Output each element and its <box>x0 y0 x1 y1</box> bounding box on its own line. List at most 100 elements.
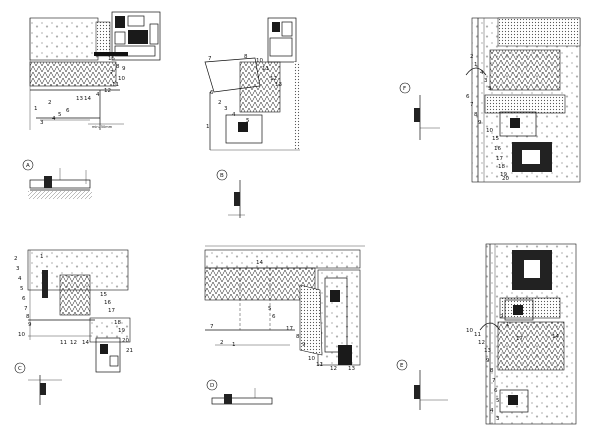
callout-c-13: 15 <box>100 292 107 298</box>
callout-c-14: 16 <box>104 300 111 306</box>
callout-c-7: 8 <box>26 314 30 320</box>
callout-e-6: 8 <box>490 368 494 374</box>
detail-e <box>396 359 448 410</box>
detail-top-left <box>29 11 161 130</box>
callout-a-2: 4 <box>52 116 56 122</box>
callout-e-2: 11 <box>474 332 481 338</box>
callout-a-4: 6 <box>66 108 70 114</box>
callout-d-4: 5 <box>268 306 272 312</box>
callout-a-5: 7 <box>110 70 114 76</box>
callout-e-4: 13 <box>484 348 491 354</box>
section-marker-e <box>396 359 408 371</box>
callout-b-3: 10 <box>256 58 263 64</box>
marker-a-text: A <box>26 163 30 169</box>
callout-d-7: 9 <box>302 342 306 348</box>
detail-bottom-right <box>479 243 577 425</box>
callout-e-13: 1 <box>506 322 510 328</box>
callout-f-2: 1 <box>474 62 478 68</box>
callout-a-10: 14 <box>84 96 91 102</box>
callout-e-5: 9 <box>486 358 490 364</box>
callout-b-9: 2 <box>218 100 222 106</box>
callout-d-12: 14 <box>256 260 263 266</box>
section-marker-d <box>206 379 218 391</box>
callout-c-4: 5 <box>20 286 24 292</box>
marker-c-text: C <box>18 366 22 372</box>
callout-e-9: 5 <box>496 398 500 404</box>
callout-a-9: 13 <box>76 96 83 102</box>
callout-c-20: 1 <box>40 254 44 260</box>
detail-d <box>206 379 273 405</box>
section-marker-a <box>22 159 34 171</box>
callout-f-14: 18 <box>498 164 505 170</box>
callout-b-11: 4 <box>232 112 236 118</box>
callout-a-14: 10 <box>118 76 125 82</box>
callout-f-10: 10 <box>486 128 493 134</box>
callout-b-1: 7 <box>208 56 212 62</box>
detail-b <box>216 169 245 218</box>
callout-d-3: 1 <box>232 342 236 348</box>
callout-f-8: 8 <box>474 112 478 118</box>
callout-b-8: 1 <box>206 124 210 130</box>
section-marker-c <box>14 362 26 374</box>
callout-f-9: 9 <box>478 120 482 126</box>
callout-b-6: 13 <box>275 82 282 88</box>
callout-d-6: 8 <box>296 334 300 340</box>
detail-a <box>22 159 92 199</box>
callout-e-15: 14 <box>552 334 559 340</box>
callout-c-15: 17 <box>108 308 115 314</box>
detail-bottom-left <box>27 249 131 373</box>
callout-f-6: 6 <box>466 94 470 100</box>
callout-f-3: 4 <box>480 70 484 76</box>
section-marker-f <box>399 82 411 94</box>
marker-f-text: F <box>403 86 406 92</box>
callout-f-11: 15 <box>492 136 499 142</box>
callout-f-13: 17 <box>496 156 503 162</box>
callout-a-6: 8 <box>116 64 120 70</box>
callout-c-19: 21 <box>126 348 133 354</box>
callout-f-4: 3 <box>484 78 488 84</box>
callout-d-8: 10 <box>308 356 315 362</box>
callout-f-7: 7 <box>470 102 474 108</box>
callout-d-9: 11 <box>316 362 323 368</box>
callout-c-6: 7 <box>24 306 28 312</box>
window-frame-profile <box>111 11 161 61</box>
callout-c-11: 12 <box>70 340 77 346</box>
callout-e-14: 17 <box>516 336 523 342</box>
callout-c-12: 14 <box>82 340 89 346</box>
callout-f-5: 5 <box>488 86 492 92</box>
callout-c-8: 9 <box>28 322 32 328</box>
callout-e-12: 2 <box>500 314 504 320</box>
labels-layer: A B C D E F min. 50mm <box>18 86 406 389</box>
marker-d-text: D <box>210 383 214 389</box>
callout-f-1: 2 <box>470 54 474 60</box>
section-marker-b <box>216 169 228 181</box>
callout-e-8: 6 <box>494 388 498 394</box>
callout-c-5: 6 <box>22 296 26 302</box>
callout-b-4: 11 <box>262 66 269 72</box>
dimension-text: min. 50mm <box>92 125 113 129</box>
callout-b-10: 3 <box>224 106 228 112</box>
callout-b-2: 8 <box>244 54 248 60</box>
callout-e-11: 3 <box>496 416 500 422</box>
detail-top-center <box>204 17 300 151</box>
callout-b-12: 5 <box>246 118 250 124</box>
callout-d-2: 2 <box>220 340 224 346</box>
callout-a-11: 4 <box>96 92 100 98</box>
callout-a-3: 5 <box>58 112 62 118</box>
callout-e-3: 12 <box>478 340 485 346</box>
detail-c <box>14 362 62 405</box>
callout-a-8: 2 <box>48 100 52 106</box>
callout-f-16: 20 <box>502 176 509 182</box>
callout-a-7: 1 <box>34 106 38 112</box>
callout-d-13: 17 <box>286 326 293 332</box>
callout-c-1: 2 <box>14 256 18 262</box>
callout-e-10: 4 <box>490 408 494 414</box>
callout-c-16: 18 <box>114 320 121 326</box>
callout-c-9: 10 <box>18 332 25 338</box>
callout-d-5: 6 <box>272 314 276 320</box>
callout-d-1: 7 <box>210 324 214 330</box>
callout-c-18: 20 <box>122 338 129 344</box>
callout-d-10: 12 <box>330 366 337 372</box>
callout-f-12: 16 <box>494 146 501 152</box>
